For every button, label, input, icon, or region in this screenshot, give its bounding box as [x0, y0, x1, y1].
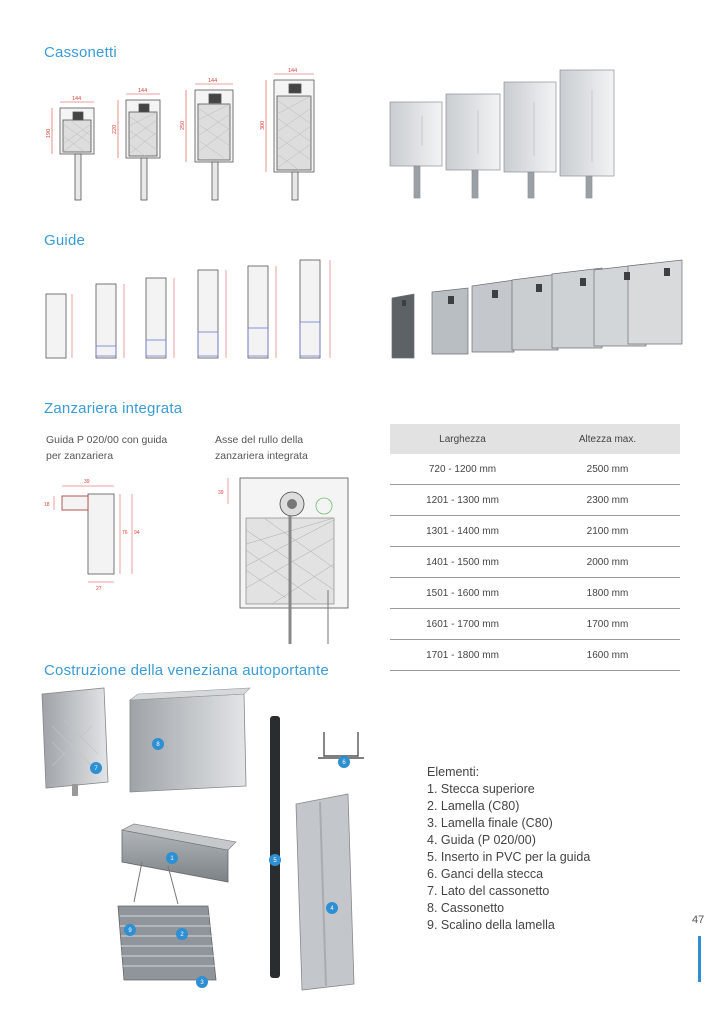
list-item: 8. Cassonetto	[427, 901, 505, 915]
zanzariera-guide-drawing: 39 18 76 94 27	[44, 479, 140, 592]
part-lamelle	[117, 905, 217, 981]
badge-7: 7	[94, 766, 98, 772]
list-item: 9. Scalino della lamella	[427, 918, 555, 932]
part-cassonetto	[129, 693, 247, 793]
caption-right-line-1: Asse del rullo della	[215, 434, 304, 446]
cassonetti-drawings: 144 190 144 220 144 250 144 300	[46, 68, 315, 201]
badge-9: 9	[128, 928, 132, 934]
badge-3: 3	[200, 980, 204, 986]
cell-height: 2500 mm	[535, 454, 680, 485]
cell-width: 720 - 1200 mm	[390, 454, 535, 485]
zanzariera-roll-drawing: 39	[218, 477, 349, 644]
header-larghezza: Larghezza	[390, 424, 535, 454]
header-altezza: Altezza max.	[535, 424, 680, 454]
cell-height: 1600 mm	[535, 639, 680, 671]
caption-asse-rullo: Asse del rullo della zanzariera integrat…	[215, 432, 308, 464]
cassonetto-4-height: 300	[260, 121, 266, 130]
zanz-dim-left: 18	[44, 502, 50, 508]
list-item: 7. Lato del cassonetto	[427, 884, 550, 898]
cell-width: 1601 - 1700 mm	[390, 608, 535, 640]
zanz-dim-top: 39	[84, 479, 90, 485]
cell-height: 2100 mm	[535, 515, 680, 547]
cell-width: 1301 - 1400 mm	[390, 515, 535, 547]
elements-title: Elementi:	[427, 765, 480, 779]
zanz-dim-right1: 76	[122, 530, 128, 536]
part-inserto-pvc	[270, 716, 280, 978]
cassonetto-3-width: 144	[208, 78, 217, 84]
zanz-dim-right2: 94	[134, 530, 140, 536]
caption-left-line-1: Guida P 020/00 con guida	[46, 434, 168, 446]
list-item: 6. Ganci della stecca	[427, 867, 544, 881]
cell-width: 1501 - 1600 mm	[390, 577, 535, 609]
page-accent-bar	[698, 936, 701, 982]
list-item: 5. Inserto in PVC per la guida	[427, 850, 591, 864]
badge-5: 5	[273, 858, 277, 864]
caption-guida-zanzariera: Guida P 020/00 con guida per zanzariera	[46, 432, 167, 464]
roll-dim: 39	[218, 490, 224, 496]
badge-8: 8	[156, 742, 160, 748]
table-header-row: Larghezza Altezza max.	[390, 424, 680, 454]
page-number: 47	[692, 914, 705, 926]
cassonetto-1-width: 144	[72, 96, 81, 102]
cell-width: 1701 - 1800 mm	[390, 639, 535, 671]
cassonetto-2-height: 220	[112, 125, 118, 134]
badge-6: 6	[342, 760, 346, 766]
section-title-zanzariera: Zanzariera integrata	[44, 400, 183, 417]
section-title-cassonetti: Cassonetti	[44, 44, 117, 61]
badge-1: 1	[170, 856, 174, 862]
cassonetti-renders	[389, 69, 615, 199]
badge-4: 4	[330, 906, 334, 912]
part-ganci	[318, 732, 364, 759]
list-item: 4. Guida (P 020/00)	[427, 833, 536, 847]
part-lato-cassonetto	[41, 687, 109, 789]
list-item: 3. Lamella finale (C80)	[427, 816, 553, 830]
cassonetto-3-height: 250	[180, 121, 186, 130]
part-guida	[295, 793, 355, 991]
list-item: 2. Lamella (C80)	[427, 799, 520, 813]
section-title-costruzione: Costruzione della veneziana autoportante	[44, 662, 329, 679]
zanz-dim-bottom: 27	[96, 586, 102, 592]
section-title-guide: Guide	[44, 232, 86, 249]
cassonetto-4-width: 144	[288, 68, 297, 74]
cell-height: 1700 mm	[535, 608, 680, 640]
cell-height: 2000 mm	[535, 546, 680, 578]
elements-list: Elementi: 1. Stecca superiore 2. Lamella…	[427, 764, 590, 934]
cell-height: 1800 mm	[535, 577, 680, 609]
list-item: 1. Stecca superiore	[427, 782, 535, 796]
cell-width: 1201 - 1300 mm	[390, 484, 535, 516]
caption-right-line-2: zanzariera integrata	[215, 450, 308, 462]
guide-drawings	[45, 259, 331, 359]
cell-width: 1401 - 1500 mm	[390, 546, 535, 578]
badge-2: 2	[180, 932, 184, 938]
cassonetto-1-height: 190	[46, 129, 52, 138]
cell-height: 2300 mm	[535, 484, 680, 516]
cassonetto-2-width: 144	[138, 88, 147, 94]
guide-renders	[391, 259, 683, 359]
caption-left-line-2: per zanzariera	[46, 450, 114, 462]
exploded-view: 7 8 1 9 2 3 5 6 4	[41, 687, 364, 991]
